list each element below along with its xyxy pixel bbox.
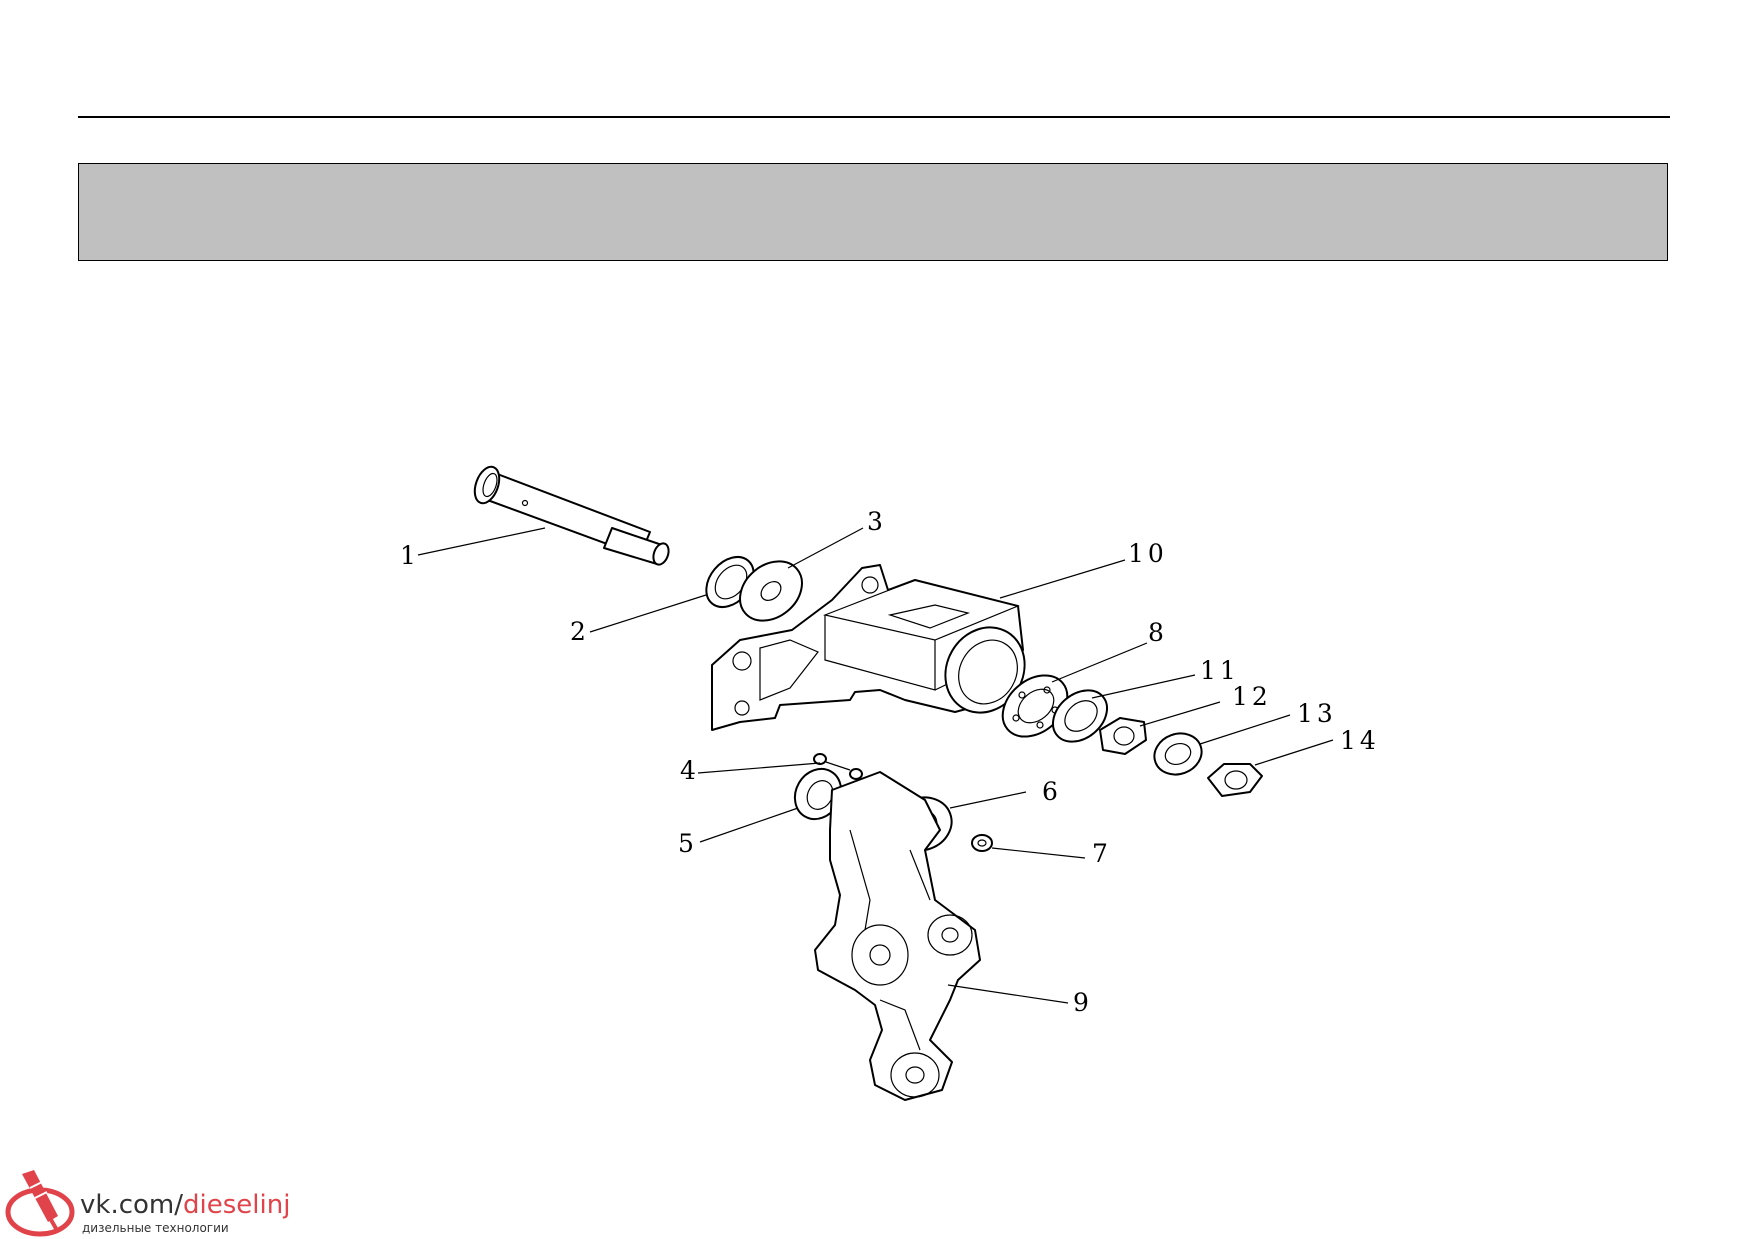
- callout-13: 13: [1297, 699, 1337, 728]
- part-8-bearing: [1001, 674, 1069, 738]
- watermark-subtitle: дизельные технологии: [82, 1221, 229, 1235]
- callout-14: 14: [1340, 726, 1380, 755]
- part-9-swing-arm: [814, 771, 981, 1101]
- part-4-grease-fitting: [813, 753, 863, 780]
- part-14-nut: [1207, 763, 1263, 797]
- callout-8: 8: [1148, 618, 1168, 647]
- callout-labels: 1 2 3 4 5 6 7 8 9 10 11 12 13 14: [400, 507, 1380, 1017]
- callout-2: 2: [570, 617, 590, 646]
- callout-10: 10: [1128, 539, 1168, 568]
- callout-9: 9: [1073, 988, 1093, 1017]
- part-12-spacer: [1099, 717, 1147, 755]
- callout-4: 4: [680, 756, 700, 785]
- part-13-washer: [1153, 732, 1203, 776]
- callout-1: 1: [400, 541, 420, 570]
- part-3-washer: [739, 560, 803, 622]
- watermark-logo: [5, 1170, 75, 1237]
- top-rule: [78, 116, 1670, 118]
- callout-7: 7: [1092, 839, 1112, 868]
- watermark-url: vk.com/dieselinj: [80, 1190, 291, 1220]
- callout-11: 11: [1200, 656, 1240, 685]
- part-7-washer: [971, 834, 993, 852]
- callout-5: 5: [678, 829, 698, 858]
- leader-lines: [417, 527, 1334, 1004]
- callout-6: 6: [1042, 777, 1062, 806]
- part-11-race: [1052, 689, 1108, 743]
- injector-icon: [5, 1170, 75, 1237]
- header-band: [78, 163, 1668, 261]
- callout-12: 12: [1232, 682, 1272, 711]
- callout-3: 3: [867, 507, 887, 536]
- part-1-pin: [473, 465, 670, 566]
